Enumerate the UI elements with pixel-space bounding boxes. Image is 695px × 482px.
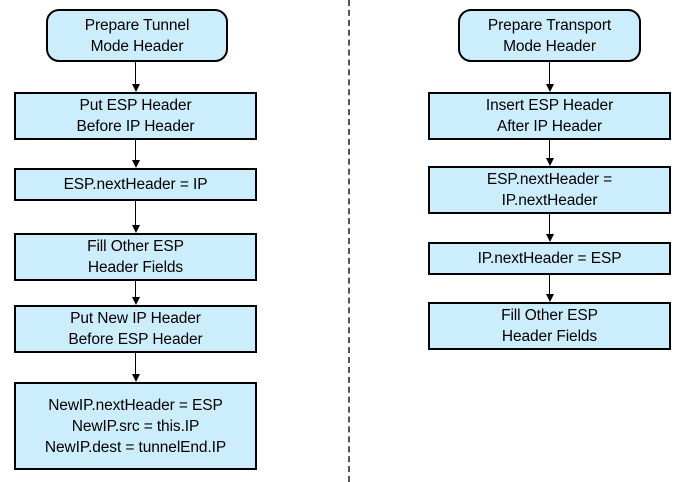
flow-node-transport-fill-other-esp: Fill Other ESP Header Fields <box>428 302 671 350</box>
flow-node-tunnel-put-esp-header: Put ESP Header Before IP Header <box>14 92 257 140</box>
connector-line <box>549 140 550 159</box>
connector-line <box>549 62 550 85</box>
arrowhead-icon <box>131 160 140 168</box>
arrowhead-icon <box>131 225 140 233</box>
arrowhead-icon <box>131 374 140 382</box>
flow-node-tunnel-newip-fields: NewIP.nextHeader = ESP NewIP.src = this.… <box>14 382 257 470</box>
column-divider <box>348 0 350 482</box>
flow-node-transport-start: Prepare Transport Mode Header <box>458 9 641 62</box>
arrowhead-icon <box>545 234 554 242</box>
connector-line <box>549 275 550 295</box>
flow-node-tunnel-esp-nextheader: ESP.nextHeader = IP <box>14 168 257 201</box>
connector-line <box>135 201 136 226</box>
arrowhead-icon <box>131 84 140 92</box>
connector-line <box>135 281 136 298</box>
flow-node-tunnel-put-new-ip-header: Put New IP Header Before ESP Header <box>14 305 257 353</box>
arrowhead-icon <box>545 294 554 302</box>
flow-node-transport-ip-nextheader: IP.nextHeader = ESP <box>428 242 671 275</box>
arrowhead-icon <box>545 158 554 166</box>
connector-line <box>135 62 136 85</box>
arrowhead-icon <box>131 297 140 305</box>
connector-line <box>135 353 136 375</box>
flow-node-transport-esp-nextheader: ESP.nextHeader = IP.nextHeader <box>428 166 671 214</box>
flow-node-transport-insert-esp-header: Insert ESP Header After IP Header <box>428 92 671 140</box>
flow-node-tunnel-fill-other-esp: Fill Other ESP Header Fields <box>14 233 257 281</box>
arrowhead-icon <box>545 84 554 92</box>
flow-node-tunnel-start: Prepare Tunnel Mode Header <box>46 9 228 62</box>
connector-line <box>135 140 136 161</box>
connector-line <box>549 214 550 235</box>
